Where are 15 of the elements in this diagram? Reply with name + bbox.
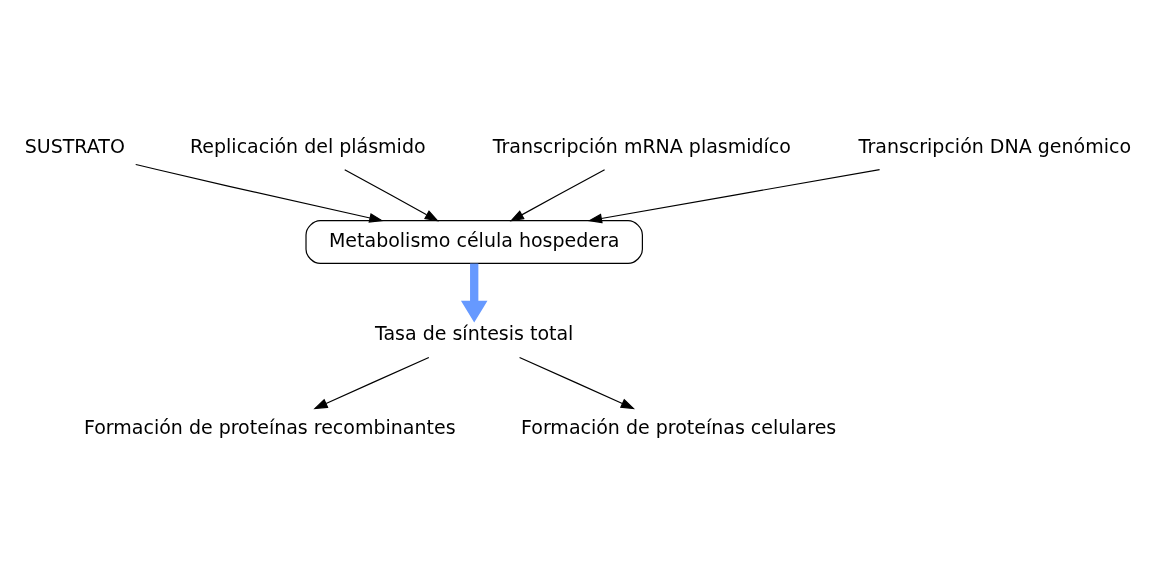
node-text: Formación de proteínas celulares [521,416,837,439]
node-text: Transcripción mRNA plasmidíco [492,134,791,157]
node-text: Transcripción DNA genómico [858,134,1132,157]
arrow [313,356,430,410]
node-text: Formación de proteínas recombinantes [83,416,456,439]
arrow [460,263,488,323]
arrow [509,169,606,222]
arrow [344,169,439,222]
arrow [518,356,636,410]
node-text: Tasa de síntesis total [375,322,574,345]
arrow [135,163,384,223]
node-box: Metabolismo célula hospedera [305,220,643,265]
arrow [587,169,881,224]
node-text: Replicación del plásmido [189,134,426,157]
node-text: SUSTRATO [24,134,125,157]
